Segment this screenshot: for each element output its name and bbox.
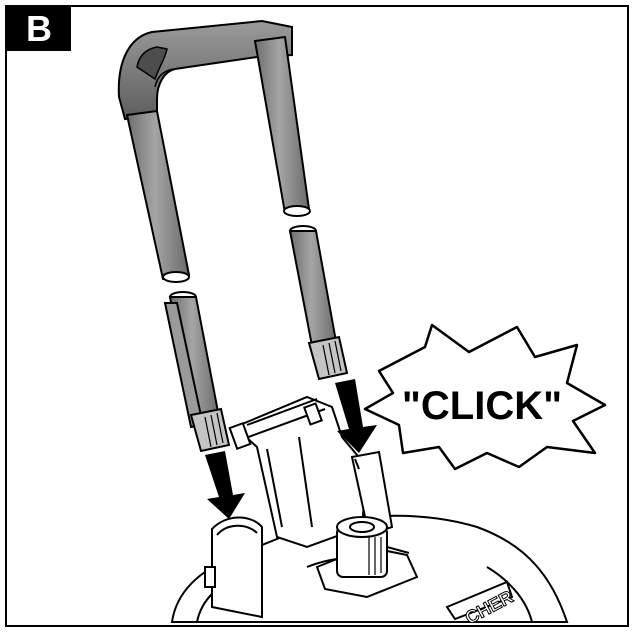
right-tube-knob xyxy=(307,335,349,381)
click-callout-text: "CLICK" xyxy=(402,384,562,428)
support-frame xyxy=(228,395,369,549)
handle-grip xyxy=(117,19,293,121)
right-socket xyxy=(350,450,394,537)
pump-connector xyxy=(315,516,419,599)
right-insert-arrow xyxy=(335,379,377,453)
left-tube-knob xyxy=(189,407,231,453)
right-tube-upper xyxy=(253,35,311,217)
left-tube-lower xyxy=(163,291,221,429)
left-tube-upper xyxy=(125,109,191,283)
click-callout xyxy=(363,323,607,471)
left-socket xyxy=(204,516,263,619)
assembly-illustration: CHER xyxy=(117,19,607,625)
illustration-frame: B CHER xyxy=(5,5,629,627)
right-tube-lower xyxy=(288,225,339,353)
left-insert-arrow xyxy=(205,451,245,519)
step-label-badge: B xyxy=(7,7,71,51)
